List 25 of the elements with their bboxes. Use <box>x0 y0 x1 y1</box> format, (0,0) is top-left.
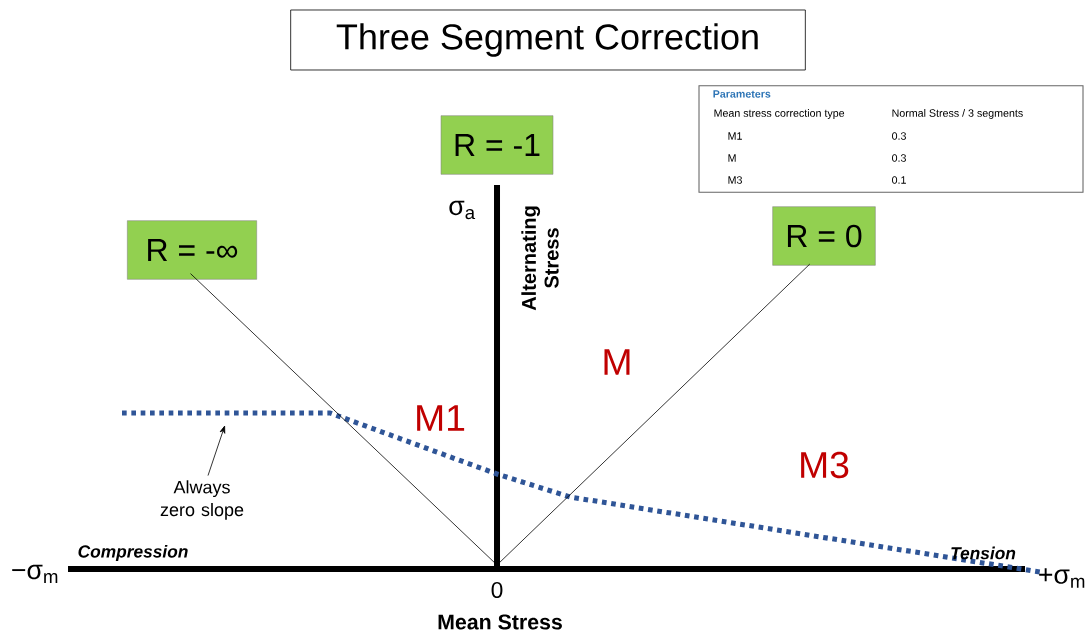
axis-symbol: +σ$_{m}$ <box>1039 568 1085 588</box>
region-label: M <box>604 349 630 375</box>
table-cell: Normal Stress / 3 segments <box>892 109 1023 119</box>
region-label: M3 <box>801 451 849 479</box>
region-label: M1 <box>417 405 465 431</box>
table-cell: 0.3 <box>892 132 906 140</box>
axis-title: Alternating Stress <box>521 206 559 311</box>
axis-end-label: Compression <box>78 544 188 562</box>
annotation-text: Always zero slope <box>160 480 244 520</box>
title-box: Three Segment Correction <box>290 9 806 71</box>
table-cell: Mean stress correction type <box>714 109 845 119</box>
leader-line <box>207 425 226 476</box>
table-cell: M3 <box>728 176 742 184</box>
ratio-box: R = -1 <box>440 115 554 175</box>
table-cell: M1 <box>728 132 742 140</box>
table-cell: M <box>728 154 736 162</box>
axis-tick-label: 0 <box>491 581 503 599</box>
table-cell: 0.3 <box>892 154 906 162</box>
axis-title: Mean Stress <box>438 614 562 630</box>
axis-symbol: σ$_{a}$ <box>449 200 476 220</box>
axis-symbol: −σ$_{m}$ <box>12 564 58 584</box>
ratio-box: R = -∞ <box>127 220 257 280</box>
ratio-box: R = 0 <box>772 206 876 266</box>
table-cell: 0.1 <box>892 176 906 184</box>
axis-end-label: Tension <box>951 546 1016 560</box>
